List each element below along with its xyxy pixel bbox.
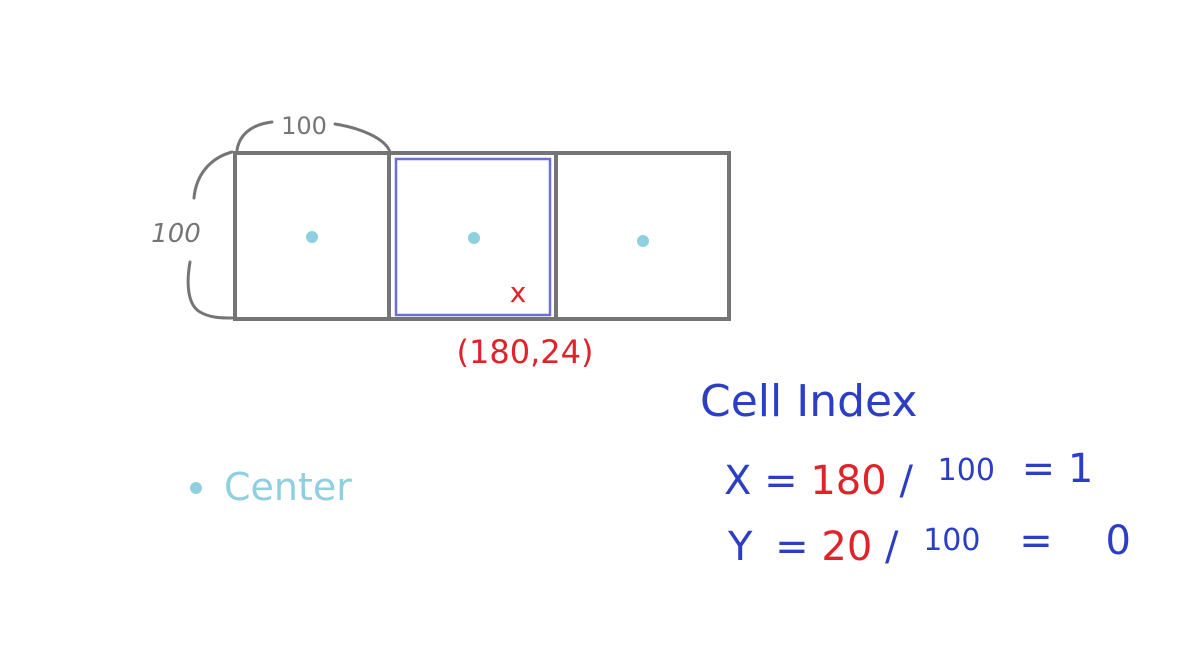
- formula-x-value: 180: [810, 458, 886, 504]
- formula-y-result: 0: [1105, 518, 1130, 564]
- formula-x-eq: =: [764, 458, 798, 504]
- width-label: 100: [281, 112, 327, 140]
- formula-y-eq: =: [775, 524, 809, 570]
- center-dot: [637, 235, 649, 247]
- formula-y-eq2: =: [1019, 518, 1053, 564]
- width-brace: [235, 120, 392, 154]
- highlighted-cell-outline: [394, 157, 552, 317]
- formula-x-line: X = 180 / 100 = 1: [724, 444, 1093, 504]
- formula-x-eq2: =: [1022, 446, 1056, 492]
- center-dot: [306, 231, 318, 243]
- legend-center-dot: [190, 482, 202, 494]
- height-brace: [186, 150, 234, 320]
- formula-x-result: 1: [1068, 446, 1093, 492]
- center-dot: [468, 232, 480, 244]
- formula-x-var: X: [724, 458, 751, 504]
- grid-cell-2: [554, 151, 731, 321]
- formula-title: Cell Index: [700, 376, 917, 427]
- legend-label: Center: [224, 465, 352, 509]
- point-label: (180,24): [457, 333, 594, 371]
- formula-x-div: /: [899, 458, 913, 504]
- height-label: 100: [151, 219, 201, 249]
- formula-y-var: Y: [727, 524, 753, 570]
- formula-y-div: /: [885, 524, 899, 570]
- formula-x-divisor: 100: [938, 453, 995, 488]
- formula-y-value: 20: [821, 524, 872, 570]
- formula-y-line: Y = 20 / 100 = 0: [727, 514, 1131, 570]
- point-marker: x: [510, 276, 527, 309]
- formula-y-divisor: 100: [923, 523, 980, 558]
